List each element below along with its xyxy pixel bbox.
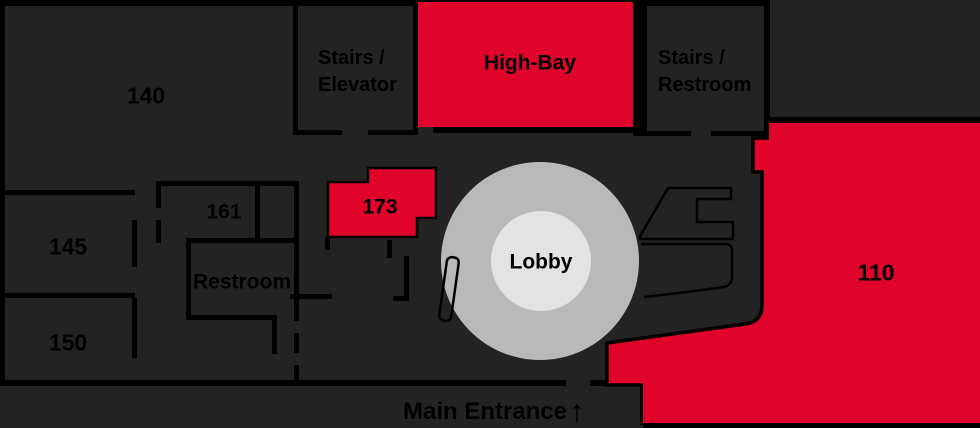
room-110-shape: [607, 123, 980, 423]
room-173-label: 173: [362, 195, 398, 219]
lobby-door-outline: [438, 255, 460, 323]
corridor-wedge-outline: [637, 186, 735, 241]
stairs-restroom-label: Stairs / Restroom: [658, 45, 751, 99]
wall: [770, 117, 980, 123]
wall: [633, 2, 647, 136]
wall: [0, 0, 418, 6]
lobby-label: Lobby: [509, 250, 573, 274]
wall: [643, 422, 980, 428]
wall: [633, 0, 770, 6]
wall: [711, 131, 768, 136]
stairs-elevator-label-line1: Stairs /: [318, 47, 385, 69]
restroom-label: Restroom: [192, 270, 292, 294]
room-145-label: 145: [48, 233, 88, 260]
wall: [413, 4, 418, 133]
wall: [293, 130, 342, 135]
wall: [368, 130, 418, 135]
high-bay-label: High-Bay: [483, 51, 577, 75]
wall: [387, 240, 392, 258]
wall: [404, 256, 409, 298]
wall: [0, 190, 135, 195]
wall: [255, 181, 260, 243]
main-entrance-label: Main Entrance: [403, 398, 568, 425]
wall: [643, 131, 691, 136]
room-110-wall-edge: [605, 136, 769, 387]
wall: [325, 237, 330, 250]
corridor-lower-outline: [641, 242, 734, 299]
wall: [640, 385, 645, 425]
up-arrow-icon: ↑: [569, 393, 585, 428]
room-161-label: 161: [206, 200, 242, 224]
wall: [764, 0, 770, 140]
wall: [294, 365, 299, 381]
stairs-elevator-label: Stairs / Elevator: [318, 45, 397, 99]
wall: [433, 127, 636, 133]
lobby-inner-circle: [491, 211, 591, 311]
room-110-label: 110: [857, 259, 895, 286]
room-150-label: 150: [48, 329, 88, 356]
wall: [186, 315, 277, 320]
high-bay-room-shape: [418, 2, 633, 127]
wall: [186, 238, 299, 243]
wall: [132, 220, 137, 267]
wall: [272, 318, 277, 354]
room-140-label: 140: [126, 82, 166, 109]
room-173-shape: [326, 166, 438, 239]
wall: [158, 181, 299, 186]
wall: [294, 181, 299, 321]
stairs-elevator-label-line2: Elevator: [318, 74, 397, 96]
wall: [156, 181, 161, 208]
wall: [393, 296, 409, 301]
wall: [293, 4, 298, 135]
stairs-restroom-label-line2: Restroom: [658, 74, 752, 96]
wall: [186, 238, 191, 320]
wall: [418, 0, 633, 2]
wall: [156, 220, 161, 243]
wall: [132, 298, 137, 358]
wall: [0, 293, 135, 298]
wall: [0, 380, 566, 386]
wall: [290, 294, 332, 299]
wall: [294, 333, 299, 353]
stairs-restroom-label-line1: Stairs /: [658, 47, 725, 69]
